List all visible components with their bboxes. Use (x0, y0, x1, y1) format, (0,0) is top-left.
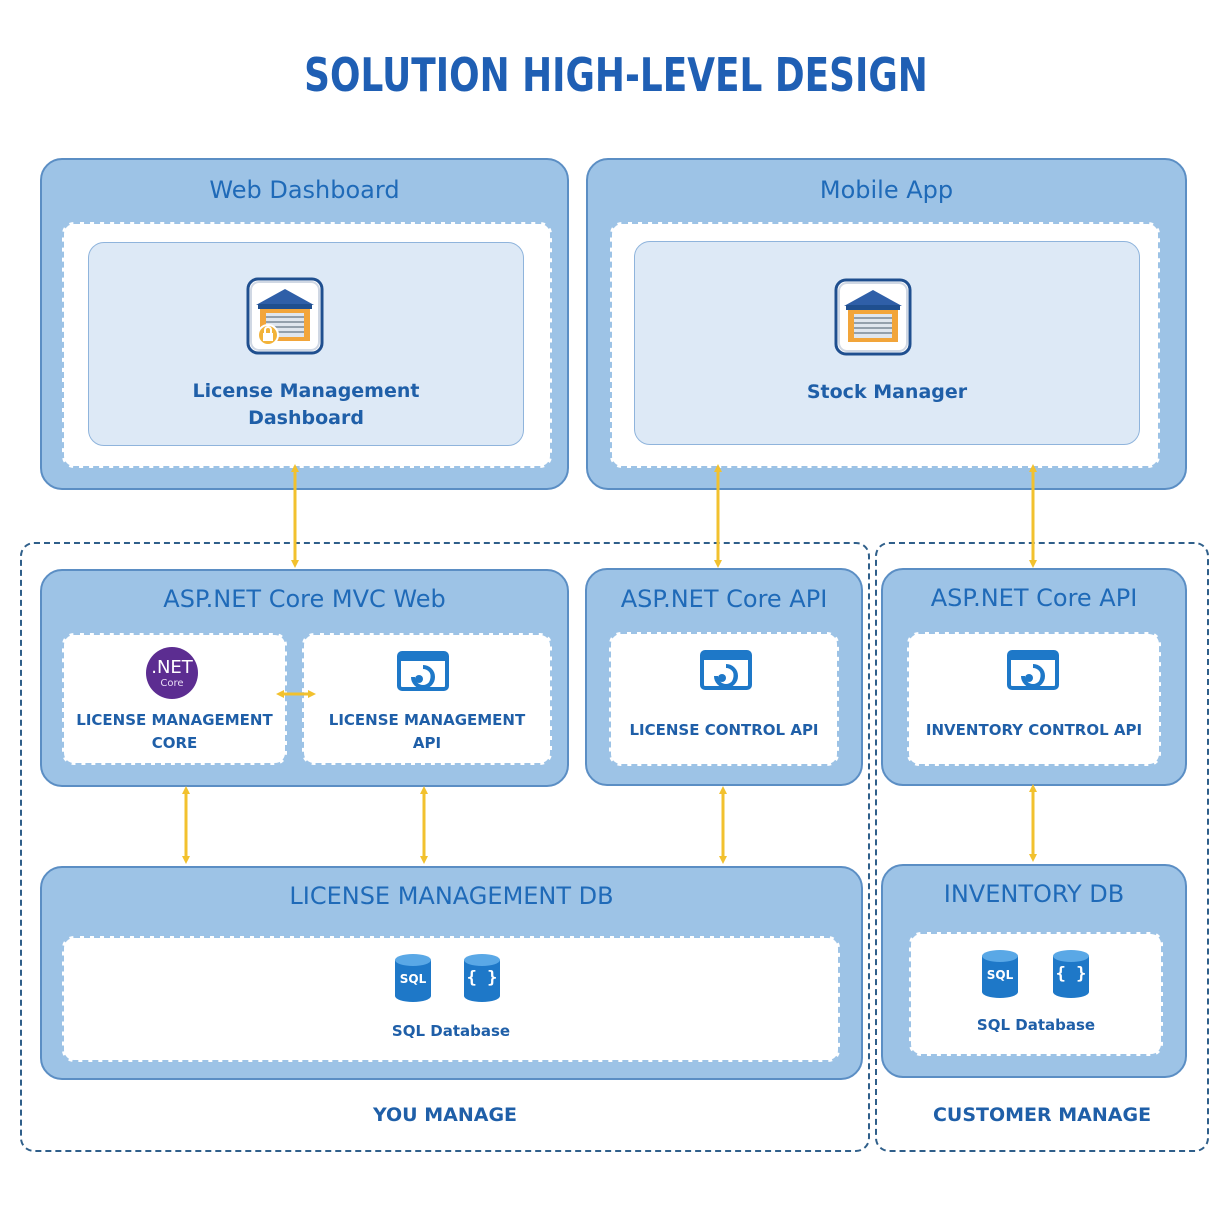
license-dashboard-label-2: Dashboard (248, 407, 364, 429)
json-badge: { } (466, 968, 498, 988)
license-api-group: ASP.NET Core API LICENSE CONTROL API (585, 568, 863, 786)
you-manage-label: YOU MANAGE (372, 1104, 518, 1126)
license-mgmt-api-card[interactable]: LICENSE MANAGEMENT API (302, 633, 552, 765)
license-dashboard-card[interactable]: License Management Dashboard (88, 242, 524, 446)
mobile-app-container: Stock Manager (610, 222, 1160, 468)
api-app-icon (397, 649, 449, 701)
license-core-card[interactable]: .NET Core LICENSE MANAGEMENT CORE (62, 633, 287, 765)
inventory-api-title: ASP.NET Core API (930, 584, 1138, 612)
mobile-app-title: Mobile App (819, 176, 954, 204)
license-mgmt-api-label-2: API (412, 734, 442, 752)
sql-database-icon: SQL (392, 952, 434, 1004)
license-api-title: ASP.NET Core API (620, 585, 828, 613)
license-db-title: LICENSE MANAGEMENT DB (289, 882, 614, 910)
license-control-api-label: LICENSE CONTROL API (629, 721, 819, 739)
sql-database-icon: SQL (979, 948, 1021, 1000)
stock-manager-card[interactable]: Stock Manager (634, 241, 1140, 445)
license-db-container[interactable]: SQL { } SQL Database (62, 936, 840, 1062)
license-core-label-2: CORE (151, 734, 198, 752)
license-core-label-1: LICENSE MANAGEMENT (76, 711, 273, 729)
license-dashboard-label-1: License Management (192, 380, 420, 402)
page-title: SOLUTION HIGH-LEVEL DESIGN (304, 48, 928, 102)
license-db-group: LICENSE MANAGEMENT DB SQL { } SQL Databa… (40, 866, 863, 1080)
json-database-icon: { } (461, 952, 503, 1004)
json-badge: { } (1055, 964, 1087, 984)
json-database-icon: { } (1050, 948, 1092, 1000)
warehouse-icon (834, 278, 912, 356)
web-dashboard-group: Web Dashboard (40, 158, 569, 490)
customer-manage-zone: CUSTOMER MANAGE (875, 542, 1209, 1152)
inventory-db-title: INVENTORY DB (943, 880, 1125, 908)
you-manage-zone: YOU MANAGE (20, 542, 870, 1152)
dotnet-core-icon: .NET Core (144, 645, 200, 701)
license-control-api-card[interactable]: LICENSE CONTROL API (609, 632, 839, 766)
sql-badge: SQL (399, 972, 427, 986)
dotnet-subtext: Core (160, 678, 184, 689)
inventory-db-container[interactable]: SQL { } SQL Database (909, 932, 1163, 1056)
mvc-web-group: ASP.NET Core MVC Web .NET Core LICENSE M… (40, 569, 569, 787)
dotnet-text: .NET (151, 657, 193, 678)
web-dashboard-title: Web Dashboard (209, 176, 400, 204)
mobile-app-group: Mobile App Sto (586, 158, 1187, 490)
license-mgmt-api-label-1: LICENSE MANAGEMENT (328, 711, 526, 729)
stock-manager-label: Stock Manager (806, 381, 968, 403)
mvc-web-title: ASP.NET Core MVC Web (163, 585, 446, 613)
api-app-icon (1007, 648, 1059, 700)
inventory-db-group: INVENTORY DB SQL { } SQL Database (881, 864, 1187, 1078)
customer-manage-label: CUSTOMER MANAGE (932, 1104, 1152, 1126)
api-app-icon (700, 648, 752, 700)
inventory-api-group: ASP.NET Core API INVENTORY CONTROL API (881, 568, 1187, 786)
inventory-control-api-card[interactable]: INVENTORY CONTROL API (907, 632, 1161, 766)
inventory-control-api-label: INVENTORY CONTROL API (925, 721, 1143, 739)
warehouse-lock-icon (246, 277, 324, 355)
sql-badge: SQL (986, 968, 1014, 982)
inventory-db-label: SQL Database (976, 1016, 1096, 1034)
license-db-label: SQL Database (391, 1022, 511, 1040)
web-dashboard-container: License Management Dashboard (62, 222, 552, 468)
